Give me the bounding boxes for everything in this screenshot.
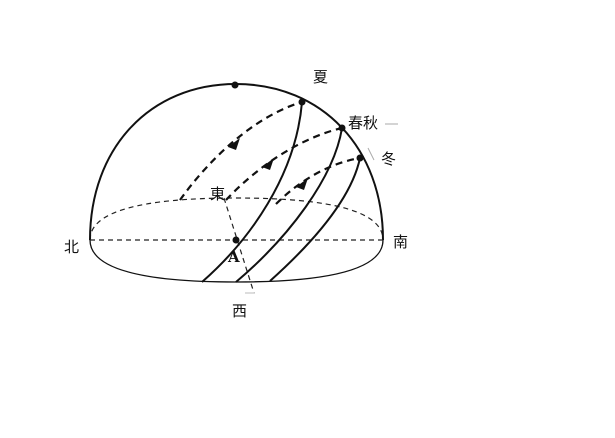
summer-path-arrow: [228, 138, 240, 150]
winter-noon-dot: [356, 154, 364, 162]
equinox-sun-path-back: [225, 126, 343, 201]
dome-outline: [89, 82, 384, 241]
equinox-label: 春秋: [348, 114, 378, 132]
observer-point: [232, 236, 240, 244]
summer-noon-dot: [298, 98, 306, 106]
summer-sun-path-front: [201, 101, 303, 283]
winter-sun-path-front: [269, 157, 361, 282]
observer-label: A: [227, 248, 240, 266]
winter-sun-path-back: [275, 156, 361, 205]
winter-label: 冬: [381, 150, 396, 168]
summer-label: 夏: [313, 68, 328, 86]
equinox-sun-path-front: [235, 127, 343, 283]
zenith-dot: [231, 81, 239, 89]
horizon-back-arc: [89, 197, 384, 241]
north-label: 北: [64, 238, 79, 256]
equinox-noon-dot: [338, 124, 346, 132]
west-label: 西: [232, 302, 247, 320]
equinox-path-arrow: [262, 158, 274, 170]
summer-sun-path-back: [179, 100, 303, 201]
south-label: 南: [393, 233, 408, 251]
east-label: 東: [210, 185, 225, 203]
winter-path-arrow: [296, 178, 308, 190]
winter-tick: [367, 147, 375, 161]
